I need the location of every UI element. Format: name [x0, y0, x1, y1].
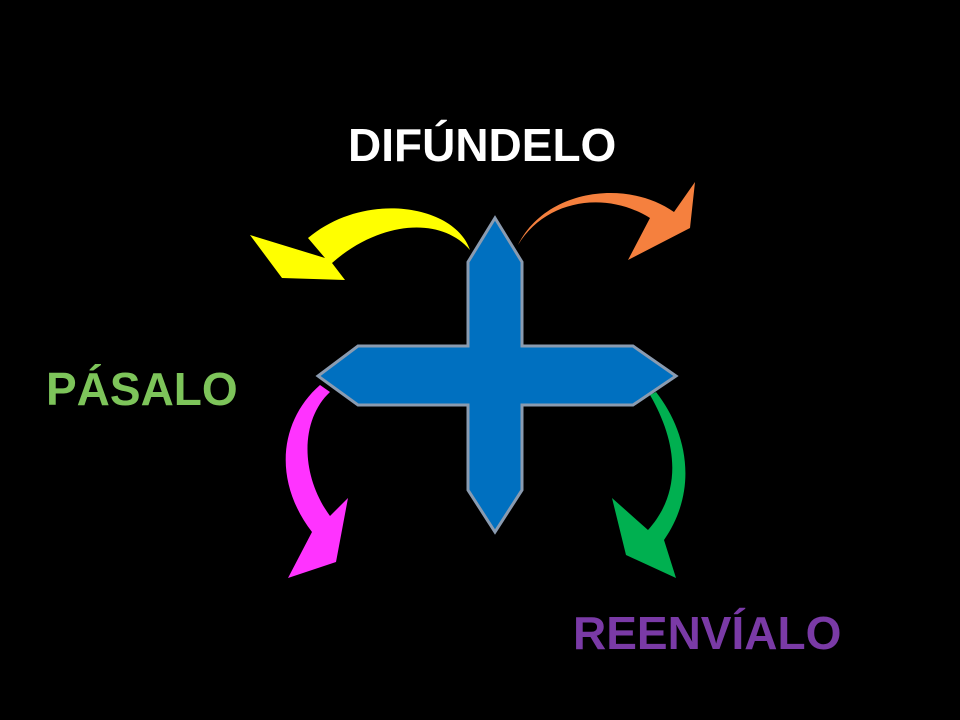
curved-arrow-up-left-icon [250, 208, 470, 280]
curved-arrow-down-right-icon [612, 392, 686, 578]
cross-shape [315, 215, 679, 535]
arrow-green-shape [612, 392, 686, 578]
arrow-magenta-shape [285, 385, 348, 578]
label-pasalo: PÁSALO [46, 363, 238, 415]
label-reenvialo: REENVÍALO [573, 607, 842, 659]
arrow-orange-shape [518, 182, 695, 260]
curved-arrow-up-right-icon [518, 182, 695, 260]
label-difundelo: DIFÚNDELO [348, 119, 617, 171]
curved-arrow-down-left-icon [285, 385, 348, 578]
four-way-arrow-cross-icon [315, 215, 679, 535]
arrow-yellow-shape [250, 208, 470, 280]
